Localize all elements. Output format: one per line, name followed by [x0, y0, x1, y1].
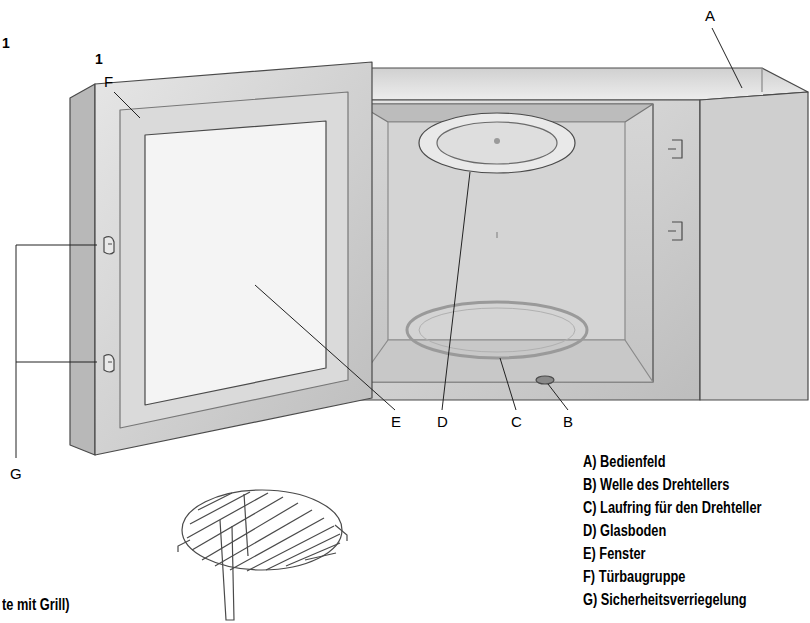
callout-letter: A	[705, 8, 715, 25]
part-key: G) Sicherheitsverriegelung	[583, 591, 747, 609]
part-key: A) Bedienfeld	[583, 453, 666, 471]
part-key: D) Glasboden	[583, 522, 666, 540]
part-key: E) Fenster	[583, 545, 646, 563]
callout-letter: E	[391, 414, 401, 431]
callout-letter: G	[10, 466, 22, 483]
figure-number: 1	[95, 52, 103, 67]
callout-letter: C	[511, 414, 522, 431]
part-key: C) Laufring für den Drehteller	[583, 499, 762, 517]
part-key: B) Welle des Drehtellers	[583, 476, 729, 494]
caption-fragment: te mit Grill)	[2, 596, 70, 614]
callout-letter: F	[104, 74, 113, 91]
part-key: F) Türbaugruppe	[583, 568, 685, 586]
figure-number: 1	[2, 36, 10, 51]
callout-letter: B	[563, 414, 573, 431]
callout-letter: D	[437, 414, 448, 431]
